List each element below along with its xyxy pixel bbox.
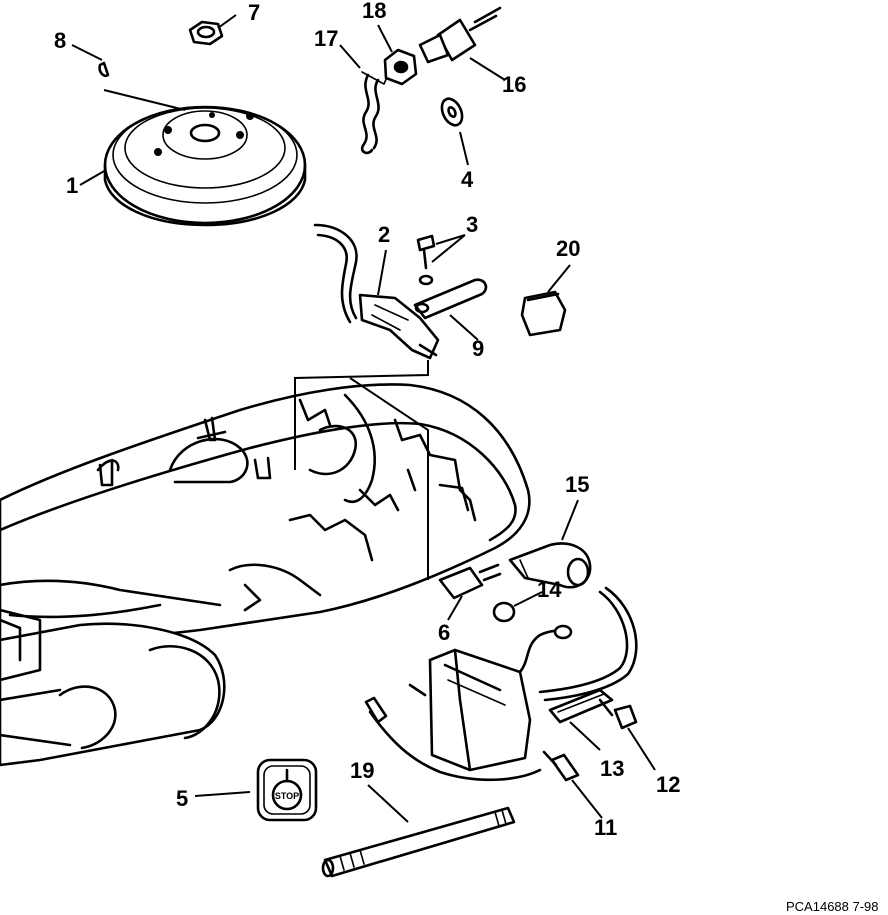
drawing-code: PCA14688 7-98 [786,899,879,914]
callout-1: 1 [66,173,78,198]
engine-cowl [0,383,531,767]
callout-3: 3 [466,212,478,237]
callout-5: 5 [176,786,188,811]
stop-button-part-5 [256,758,318,822]
callout-16: 16 [502,72,526,97]
screw-part-12 [598,698,638,730]
callout-7: 7 [248,0,260,25]
flywheel-key-part-8 [98,61,110,78]
cap-part-20 [520,290,567,337]
callout-2: 2 [378,222,390,247]
retainer-spring-part-17 [360,69,391,155]
callout-17: 17 [314,26,338,51]
flywheel-part-1 [103,105,307,227]
throttle-link-part-2 [313,223,440,360]
leader-lines [71,14,656,823]
bracket-part-9 [413,278,488,320]
callout-11: 11 [594,815,617,840]
callout-9: 9 [472,336,484,361]
nut-part-18 [383,48,418,86]
callout-15: 15 [565,472,589,497]
cap-part-14 [492,601,516,623]
screw-part-3 [416,234,436,286]
callout-6: 6 [438,620,450,645]
screw-part-11 [542,750,580,782]
rod-part-19 [321,806,516,878]
flywheel-nut-part-7 [188,20,224,46]
washer-part-4 [440,97,464,127]
callout-8: 8 [54,28,66,53]
fitting-part-16 [418,6,502,64]
elbow-fitting-part-15 [508,542,592,589]
switch-part-6 [438,563,502,600]
callout-19: 19 [350,758,374,783]
callout-20: 20 [556,236,580,261]
stop-label: STOP [275,791,299,801]
callout-13: 13 [600,756,624,781]
callout-18: 18 [362,0,386,23]
callout-14: 14 [537,577,562,602]
callout-4: 4 [461,167,474,192]
clamp-part-13 [548,688,614,724]
electrical-box [408,648,532,772]
callout-12: 12 [656,772,680,797]
